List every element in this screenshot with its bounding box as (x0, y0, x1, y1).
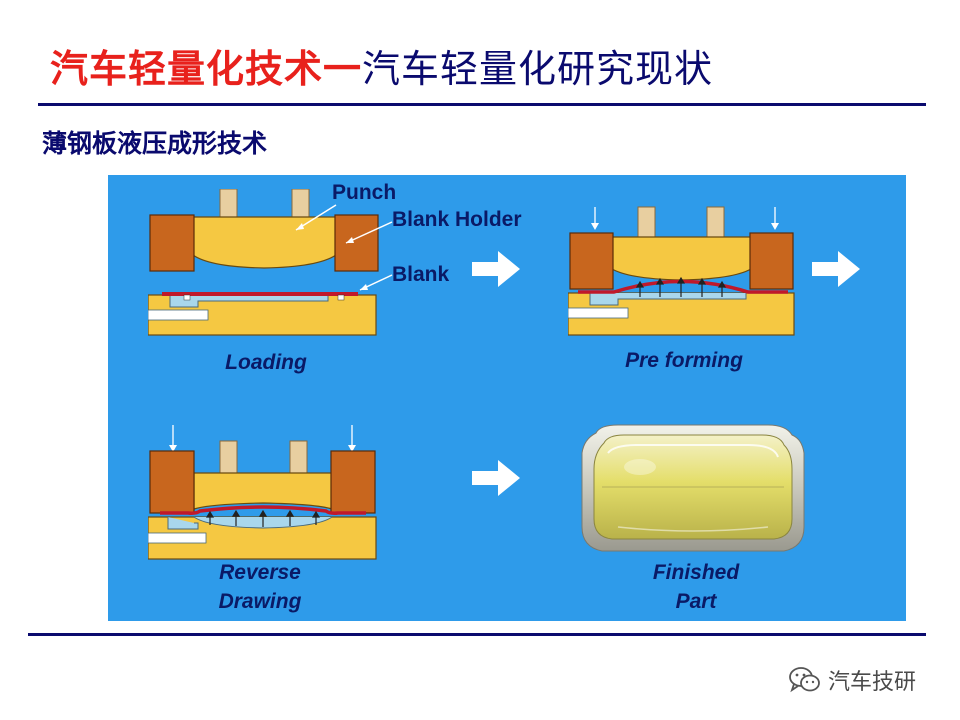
bottom-divider (28, 633, 926, 636)
process-panel: Punch Blank Holder Blank Loading Pre for… (108, 175, 906, 621)
slide-title: 汽车轻量化技术一汽车轻量化研究现状 (50, 38, 713, 93)
watermark: 汽车技研 (788, 664, 916, 696)
section-subtitle: 薄钢板液压成形技术 (42, 129, 268, 158)
right-arrow-icon (812, 251, 860, 287)
watermark-text: 汽车技研 (828, 670, 917, 695)
punch-label: Punch (332, 181, 397, 204)
stage-reverse-label-line1: Reverse (219, 561, 301, 584)
right-arrow-icon (472, 460, 520, 496)
right-arrow-icon (472, 251, 520, 287)
top-divider (38, 103, 926, 106)
reverse-drawing-diagram (148, 425, 377, 560)
loading-diagram (148, 189, 379, 336)
blank-holder-label: Blank Holder (392, 208, 522, 231)
finished-part-image (581, 424, 805, 552)
stage-reverse-label-line2: Drawing (218, 590, 302, 613)
title-blue-part: 汽车轻量化研究现状 (362, 47, 714, 91)
blank-label: Blank (392, 263, 450, 286)
stage-finished-label-line1: Finished (652, 561, 740, 584)
stage-finished-label-line2: Part (675, 590, 717, 613)
pre-forming-diagram (568, 206, 795, 336)
wechat-icon (789, 667, 820, 693)
stage-loading-label: Loading (225, 351, 307, 374)
leader-lines (295, 204, 393, 291)
title-red-part: 汽车轻量化技术一 (50, 47, 363, 91)
stage-pre-forming-label: Pre forming (625, 349, 743, 372)
